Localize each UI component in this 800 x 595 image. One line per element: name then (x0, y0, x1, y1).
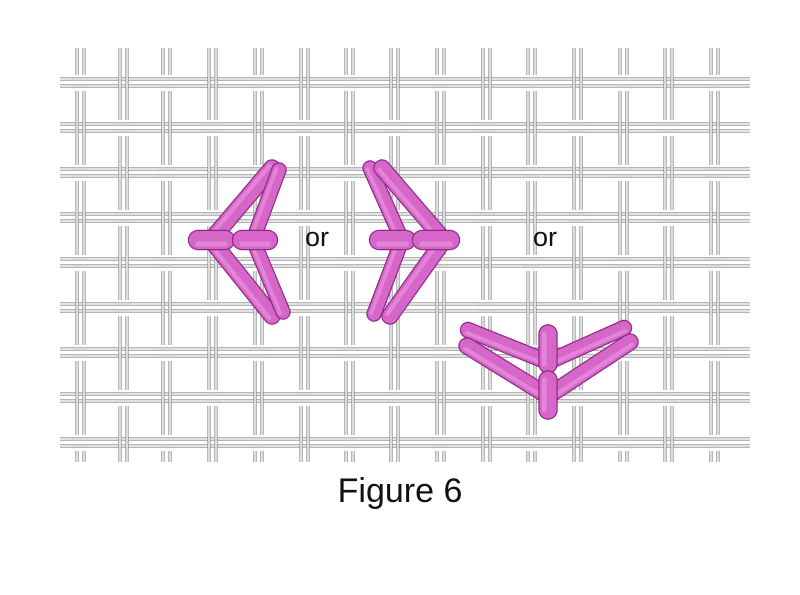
tie-stitch (411, 229, 461, 251)
long-stitch (202, 159, 281, 249)
long-stitch (459, 321, 557, 371)
long-stitch (202, 231, 281, 325)
long-stitch (362, 160, 410, 248)
figure-caption: Figure 6 (337, 472, 463, 510)
long-stitch (245, 232, 291, 320)
tie-stitch (538, 324, 558, 374)
long-stitch (366, 232, 410, 322)
canvas-mesh (60, 48, 750, 462)
long-stitch (539, 319, 633, 371)
long-stitch (245, 162, 287, 248)
long-stitch (381, 231, 453, 325)
or-label-2: or (533, 222, 558, 252)
long-stitch (539, 333, 639, 405)
tie-stitch (538, 370, 558, 420)
tie-stitch (187, 229, 236, 251)
tie-stitch (231, 229, 279, 251)
long-stitch (458, 337, 557, 405)
or-label-1: or (305, 222, 330, 252)
stitch-variants (187, 159, 639, 420)
tie-stitch (368, 229, 417, 251)
